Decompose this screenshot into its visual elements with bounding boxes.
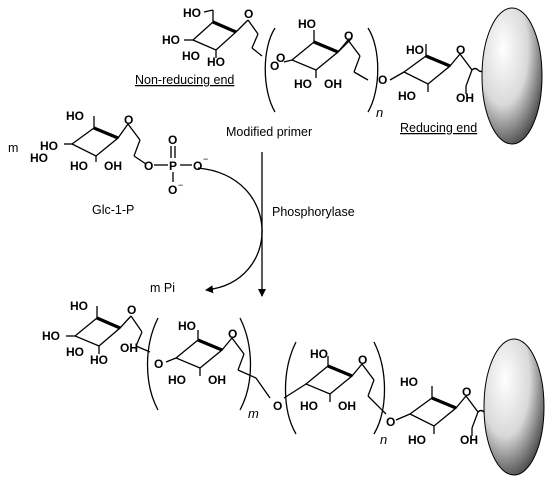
oh-label: OH xyxy=(460,433,478,447)
ho-label: HO xyxy=(90,353,108,367)
ring-oxygen: O xyxy=(344,29,353,43)
reducing-end-label: Reducing end xyxy=(400,121,477,135)
ho-label: HO xyxy=(400,375,418,389)
ho-label: HO xyxy=(207,55,225,69)
phosphorus: P xyxy=(169,159,177,173)
glucose-ring-bottom-2: HO HO OH O xyxy=(165,319,257,387)
ho-label: HO xyxy=(294,77,312,91)
ho-label: HO xyxy=(40,139,58,153)
oh-label: OH xyxy=(324,77,342,91)
primer-structure: HO HO HO HO O n O HO O HO OH O xyxy=(162,6,485,120)
ho-label: HO xyxy=(178,319,196,333)
glycosidic-oxygen: O xyxy=(270,59,279,73)
solid-support-particle xyxy=(483,338,545,476)
bracket-right-m xyxy=(239,317,252,411)
phosphate-oxygen: O xyxy=(168,183,177,197)
bracket-right-n xyxy=(373,341,386,435)
glc1p-label: Glc-1-P xyxy=(92,203,134,217)
ho-label: HO xyxy=(310,347,328,361)
oh-label: OH xyxy=(208,373,226,387)
ring-oxygen: O xyxy=(462,385,471,399)
glycosidic-oxygen: O xyxy=(273,399,282,413)
ring-oxygen: O xyxy=(127,303,136,317)
ring-oxygen: O xyxy=(244,7,253,21)
repeat-index-n: n xyxy=(376,105,383,120)
ring-oxygen: O xyxy=(124,113,133,127)
ho-label: HO xyxy=(70,159,88,173)
negative-charge: − xyxy=(178,180,183,190)
ring-oxygen: O xyxy=(276,51,285,65)
glucose-ring-bottom-1: HO HO HO HO OH O xyxy=(42,299,151,367)
glucose-ring-bottom-4: HO HO OH O xyxy=(395,375,491,447)
ring-oxygen: O xyxy=(456,43,465,57)
ho-label: HO xyxy=(66,109,84,123)
glucose-ring-top-1: HO HO HO HO O xyxy=(162,6,263,69)
bracket-right-n xyxy=(367,27,379,113)
bracket-left-n xyxy=(264,27,276,113)
phosphate-bridge-oxygen: O xyxy=(144,159,153,173)
ring-oxygen: O xyxy=(228,327,237,341)
repeat-index-n: n xyxy=(380,432,387,447)
glucose-ring-bottom-3: HO HO OH O xyxy=(283,347,387,415)
ho-label: HO xyxy=(182,49,200,63)
glycosidic-oxygen: O xyxy=(386,415,395,429)
negative-charge: − xyxy=(203,154,208,164)
oh-label: OH xyxy=(338,399,356,413)
ho-label: HO xyxy=(408,433,426,447)
phosphorylase-label: Phosphorylase xyxy=(272,205,355,219)
phosphate-oxygen: O xyxy=(193,159,202,173)
glc1p-structure: HO HO HO HO OH O O P O O − O − xyxy=(30,109,208,197)
ho-label: HO xyxy=(298,17,316,31)
ho-label: HO xyxy=(183,6,201,20)
bracket-left-n xyxy=(284,341,297,435)
phosphate-oxygen: O xyxy=(168,133,177,147)
oh-label: OH xyxy=(120,341,138,355)
stoichiometry-m: m xyxy=(8,141,18,155)
ho-label: HO xyxy=(398,89,416,103)
ho-label: HO xyxy=(162,33,180,47)
ho-label: HO xyxy=(406,43,424,57)
m-pi-label: m Pi xyxy=(150,281,175,295)
glycosidic-oxygen: O xyxy=(154,357,163,371)
oh-label: OH xyxy=(104,159,122,173)
ho-label: HO xyxy=(168,373,186,387)
oh-label: OH xyxy=(456,91,474,105)
ho-label: HO xyxy=(300,399,318,413)
curved-arrow xyxy=(197,167,263,294)
modified-primer-label: Modified primer xyxy=(226,125,312,139)
solid-support-particle xyxy=(481,7,543,145)
repeat-index-m: m xyxy=(248,406,259,421)
ho-label: HO xyxy=(70,299,88,313)
bracket-left-m xyxy=(146,317,159,411)
ring-oxygen: O xyxy=(358,353,367,367)
ho-label: HO xyxy=(42,329,60,343)
ho-label: HO xyxy=(30,151,48,165)
glucose-ring-top-2: HO O HO OH O xyxy=(276,17,369,91)
glycosidic-oxygen: O xyxy=(378,73,387,87)
glucose-ring-top-3: HO HO OH O xyxy=(389,43,485,105)
product-structure: HO HO HO HO OH O m O HO HO OH O xyxy=(42,299,491,447)
ho-label: HO xyxy=(66,345,84,359)
non-reducing-end-label: Non-reducing end xyxy=(135,73,234,87)
